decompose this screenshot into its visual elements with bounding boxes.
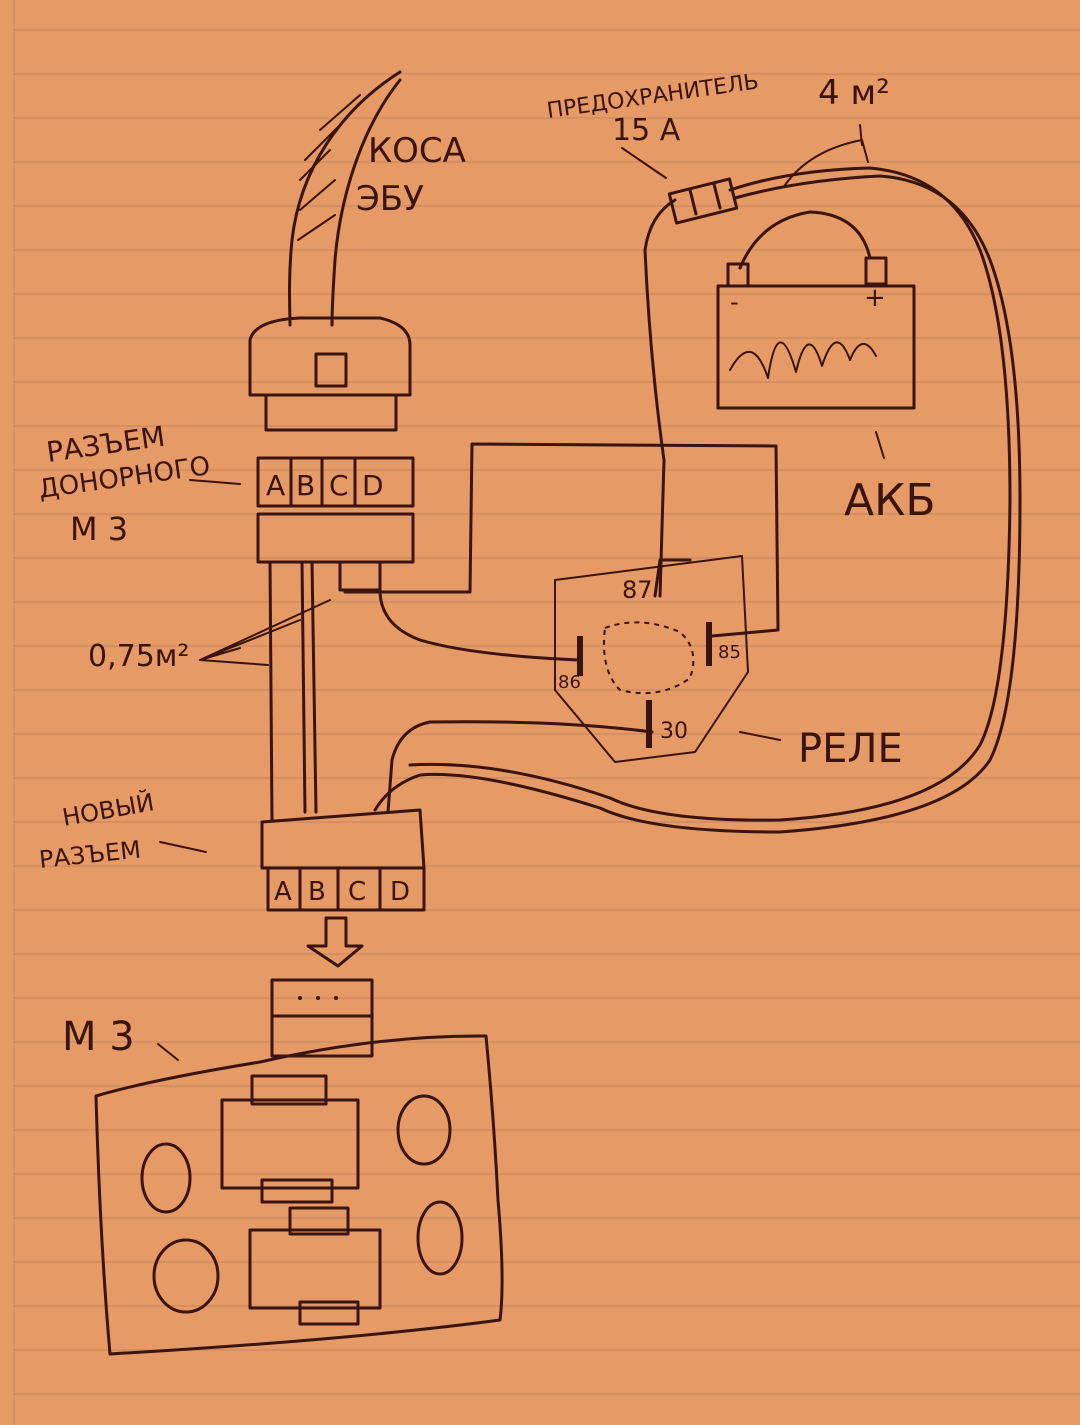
relay: 87 86 85 30 РЕЛЕ: [554, 555, 903, 772]
donor-pin-c: C: [329, 469, 349, 502]
power-wire-label: 4 м²: [818, 73, 890, 113]
battery: - + АКБ: [716, 256, 936, 526]
new-connector-label-2: РАЗЪЕМ: [38, 835, 143, 874]
relay-pin-86: 86: [558, 672, 581, 693]
fuse-label-2: 15 А: [612, 113, 681, 148]
relay-terminal-86: [577, 636, 583, 676]
relay-terminal-30: [646, 700, 652, 748]
harness-label-1: КОСА: [368, 131, 466, 171]
fuse: ПРЕДОХРАНИТЕЛЬ 15 А: [545, 69, 760, 225]
motor-label: М 3: [62, 1014, 135, 1060]
new-pin-b: B: [308, 877, 326, 907]
harness-label-2: ЭБУ: [356, 179, 424, 219]
donor-pin-b: B: [296, 469, 315, 502]
signal-wire-label: 0,75м²: [88, 639, 189, 674]
battery-minus: -: [730, 288, 739, 316]
notebook-ruling: [14, 29, 1080, 1395]
power-wires: 4 м²: [373, 73, 1022, 834]
relay-label: РЕЛЕ: [798, 726, 903, 772]
donor-connector: A B C D РАЗЪЕМ ДОНОРНОГО М 3: [37, 420, 415, 592]
new-pin-a: A: [274, 877, 292, 907]
battery-plus: +: [864, 283, 886, 313]
signal-wires: 0,75м²: [88, 442, 780, 822]
relay-pin-85: 85: [718, 642, 741, 663]
motor: М 3: [62, 978, 504, 1356]
donor-label-3: М 3: [70, 510, 128, 548]
ecu-harness: КОСА ЭБУ: [248, 70, 466, 432]
relay-pin-87: 87: [622, 576, 653, 604]
relay-pin-30: 30: [660, 719, 688, 744]
donor-pin-a: A: [266, 469, 285, 502]
new-connector: A B C D НОВЫЙ РАЗЪЕМ: [38, 787, 426, 912]
donor-pin-d: D: [362, 469, 384, 502]
arrow-down-icon: [306, 916, 364, 968]
relay-terminal-85: [706, 622, 712, 666]
new-pin-d: D: [390, 877, 410, 907]
battery-label: АКБ: [844, 475, 936, 526]
new-pin-c: C: [348, 877, 366, 907]
new-connector-label-1: НОВЫЙ: [60, 787, 156, 832]
